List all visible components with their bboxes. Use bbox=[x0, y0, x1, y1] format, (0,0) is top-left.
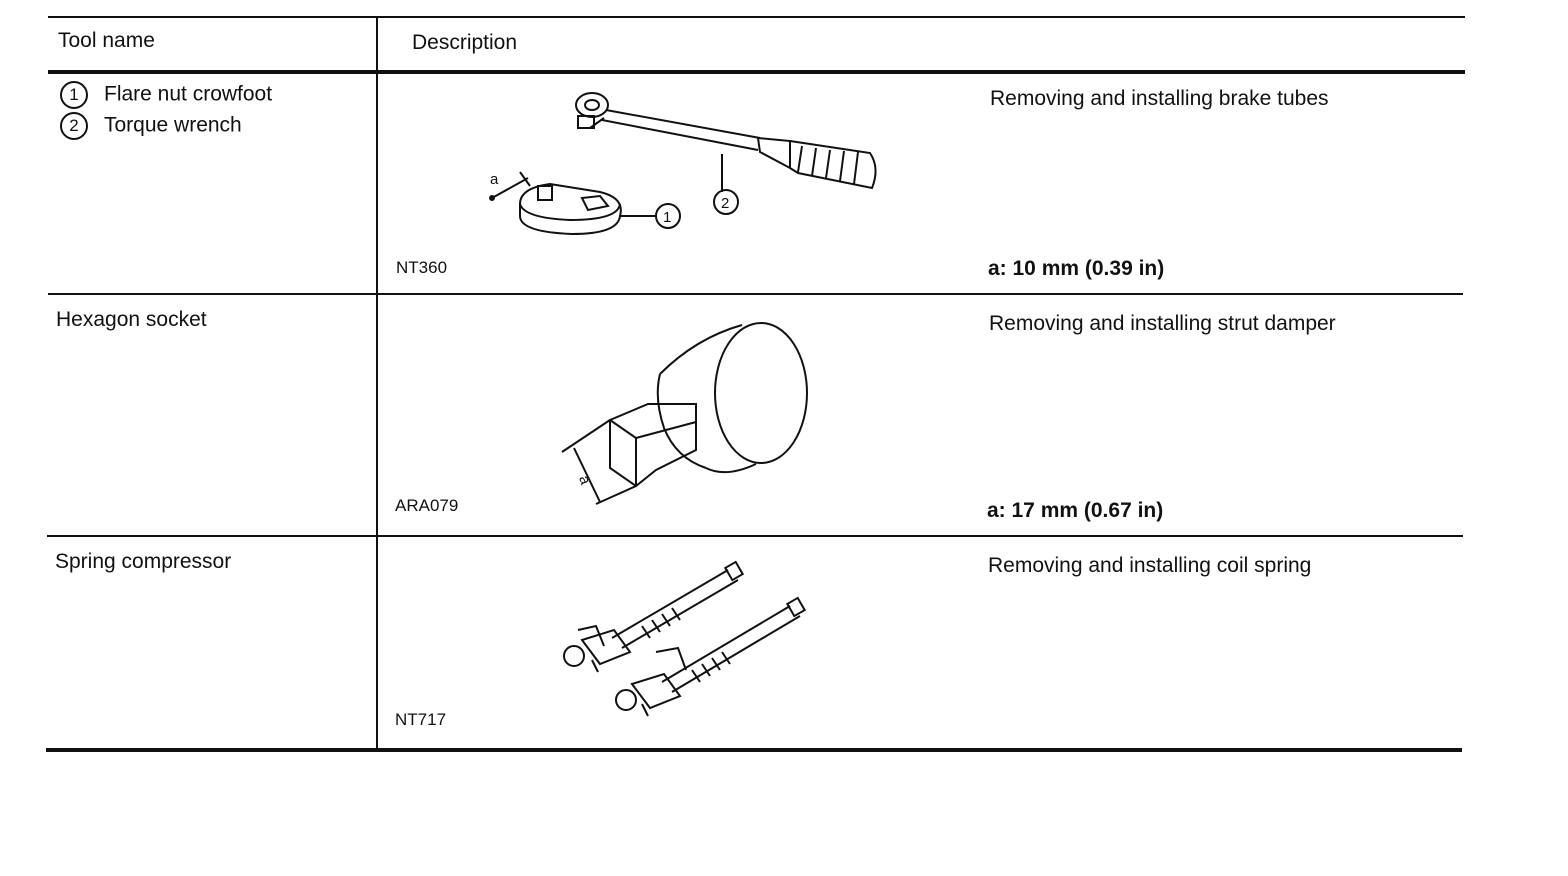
callout-a: a bbox=[490, 171, 499, 188]
table-top-rule bbox=[48, 16, 1465, 18]
tool-name: Spring compressor bbox=[55, 550, 232, 573]
row-divider-2 bbox=[47, 535, 1463, 537]
column-divider bbox=[376, 16, 378, 750]
callout-number: 1 bbox=[60, 81, 88, 109]
table-bottom-rule bbox=[46, 748, 1462, 752]
callout-2: 2 bbox=[721, 195, 729, 212]
header-tool-name: Tool name bbox=[58, 29, 155, 52]
tool-name: Hexagon socket bbox=[56, 308, 207, 331]
header-description: Description bbox=[412, 31, 518, 54]
header-bottom-rule bbox=[48, 70, 1465, 74]
tool-item-label: Flare nut crowfoot bbox=[104, 82, 273, 106]
callout-number: 2 bbox=[60, 112, 88, 140]
row-divider-1 bbox=[48, 293, 1463, 295]
tool-purpose: Removing and installing strut damper bbox=[989, 312, 1336, 335]
wrench-and-crowfoot-illustration: a 1 2 bbox=[489, 92, 877, 236]
illustration-code: ARA079 bbox=[395, 496, 459, 515]
tool-item-label: Torque wrench bbox=[104, 113, 242, 137]
tool-purpose: Removing and installing coil spring bbox=[988, 554, 1312, 577]
hexagon-socket-illustration: a bbox=[561, 322, 808, 505]
tool-spec: a: 10 mm (0.39 in) bbox=[988, 257, 1165, 280]
tool-spec: a: 17 mm (0.67 in) bbox=[987, 499, 1164, 522]
tool-purpose: Removing and installing brake tubes bbox=[990, 87, 1329, 110]
spring-compressor-illustration bbox=[563, 560, 807, 717]
tool-item-flare-nut-crowfoot: 1 Flare nut crowfoot bbox=[60, 81, 272, 109]
illustration-code: NT360 bbox=[396, 258, 448, 277]
tool-item-torque-wrench: 2 Torque wrench bbox=[60, 112, 242, 140]
callout-1: 1 bbox=[663, 209, 671, 226]
illustration-code: NT717 bbox=[395, 710, 447, 729]
